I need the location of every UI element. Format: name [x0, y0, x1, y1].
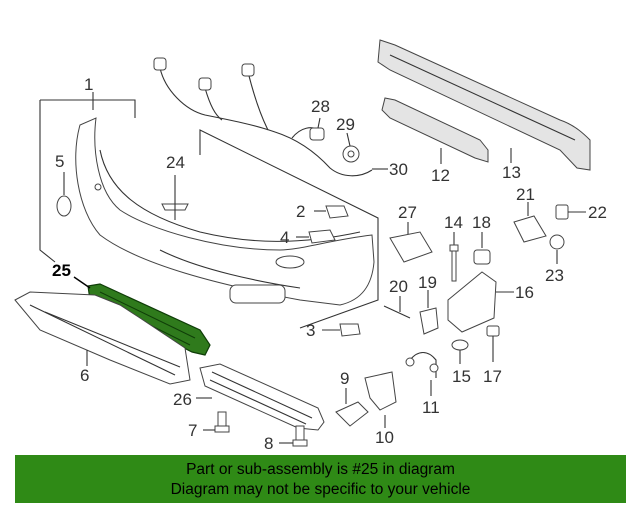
label-25: 25 [52, 261, 71, 280]
bolt-8 [279, 425, 308, 447]
label-21: 21 [516, 185, 535, 204]
label-28: 28 [311, 97, 330, 116]
sensor-module-27 [389, 222, 433, 263]
label-3: 3 [306, 321, 315, 340]
fog-lamp-opening-right [275, 255, 305, 269]
label-15: 15 [452, 367, 471, 386]
label-22: 22 [588, 203, 607, 222]
label-8: 8 [264, 434, 273, 453]
bracket-4 [296, 229, 336, 244]
label-4: 4 [280, 228, 289, 247]
label-16: 16 [515, 283, 534, 302]
label-2: 2 [296, 202, 305, 221]
label-5: 5 [55, 152, 64, 171]
label-12: 12 [431, 166, 450, 185]
label-26: 26 [173, 390, 192, 409]
harness-connector-3 [241, 63, 255, 77]
label-6: 6 [80, 366, 89, 385]
bracket-outline-right [199, 129, 379, 329]
tow-cover-9 [335, 388, 369, 427]
harness-connector-1 [153, 57, 167, 71]
bracket-10 [364, 371, 397, 428]
bumper-crease [99, 149, 361, 242]
label-13: 13 [502, 163, 521, 182]
harness-connector-2 [198, 77, 212, 91]
bracket-outline-left [39, 100, 56, 263]
label-14: 14 [444, 213, 463, 232]
impact-bar [377, 39, 591, 171]
bolt-14 [449, 232, 459, 282]
bracket-19 [419, 290, 439, 335]
bolt-17 [486, 325, 500, 362]
label-24: 24 [166, 153, 185, 172]
lower-grille-opening-right [229, 284, 286, 304]
label-23: 23 [545, 266, 564, 285]
bumper-cover-group [39, 92, 379, 329]
label-9: 9 [340, 369, 349, 388]
disclaimer-text: Diagram may not be specific to your vehi… [170, 481, 471, 498]
clip-3 [322, 323, 361, 337]
bracket-outline-top [40, 99, 136, 118]
screw-22 [555, 204, 586, 220]
bolt-7 [203, 411, 230, 433]
bumper-lower-crease [159, 249, 301, 289]
wiring-harness [153, 57, 388, 177]
nut-18 [473, 232, 491, 265]
sensor-grommet [342, 132, 360, 163]
screw-20 [383, 296, 411, 319]
label-18: 18 [472, 213, 491, 232]
spring-clip-11 [405, 351, 439, 396]
clip-15 [451, 339, 469, 364]
label-17: 17 [483, 367, 502, 386]
label-30: 30 [389, 160, 408, 179]
grommet-23 [549, 234, 565, 264]
label-7: 7 [188, 421, 197, 440]
label-10: 10 [375, 428, 394, 447]
label-29: 29 [336, 115, 355, 134]
tow-hook-cap [56, 172, 72, 217]
label-20: 20 [389, 277, 408, 296]
parking-sensor [309, 117, 325, 141]
label-1: 1 [84, 75, 93, 94]
bracket-2 [314, 205, 349, 219]
undertray-6 [14, 291, 191, 385]
energy-absorber [381, 97, 489, 164]
bracket-21 [513, 202, 547, 243]
label-27: 27 [398, 203, 417, 222]
part-reference-text: Part or sub-assembly is #25 in diagram [186, 461, 455, 478]
label-19: 19 [418, 273, 437, 292]
part-info-banner: Part or sub-assembly is #25 in diagram D… [15, 455, 626, 503]
grille-insert-26 [196, 363, 325, 431]
bumper-clip-24 [161, 175, 189, 220]
label-11: 11 [422, 398, 440, 417]
tow-eye-hole [94, 183, 102, 191]
mount-bracket-16 [447, 271, 514, 333]
